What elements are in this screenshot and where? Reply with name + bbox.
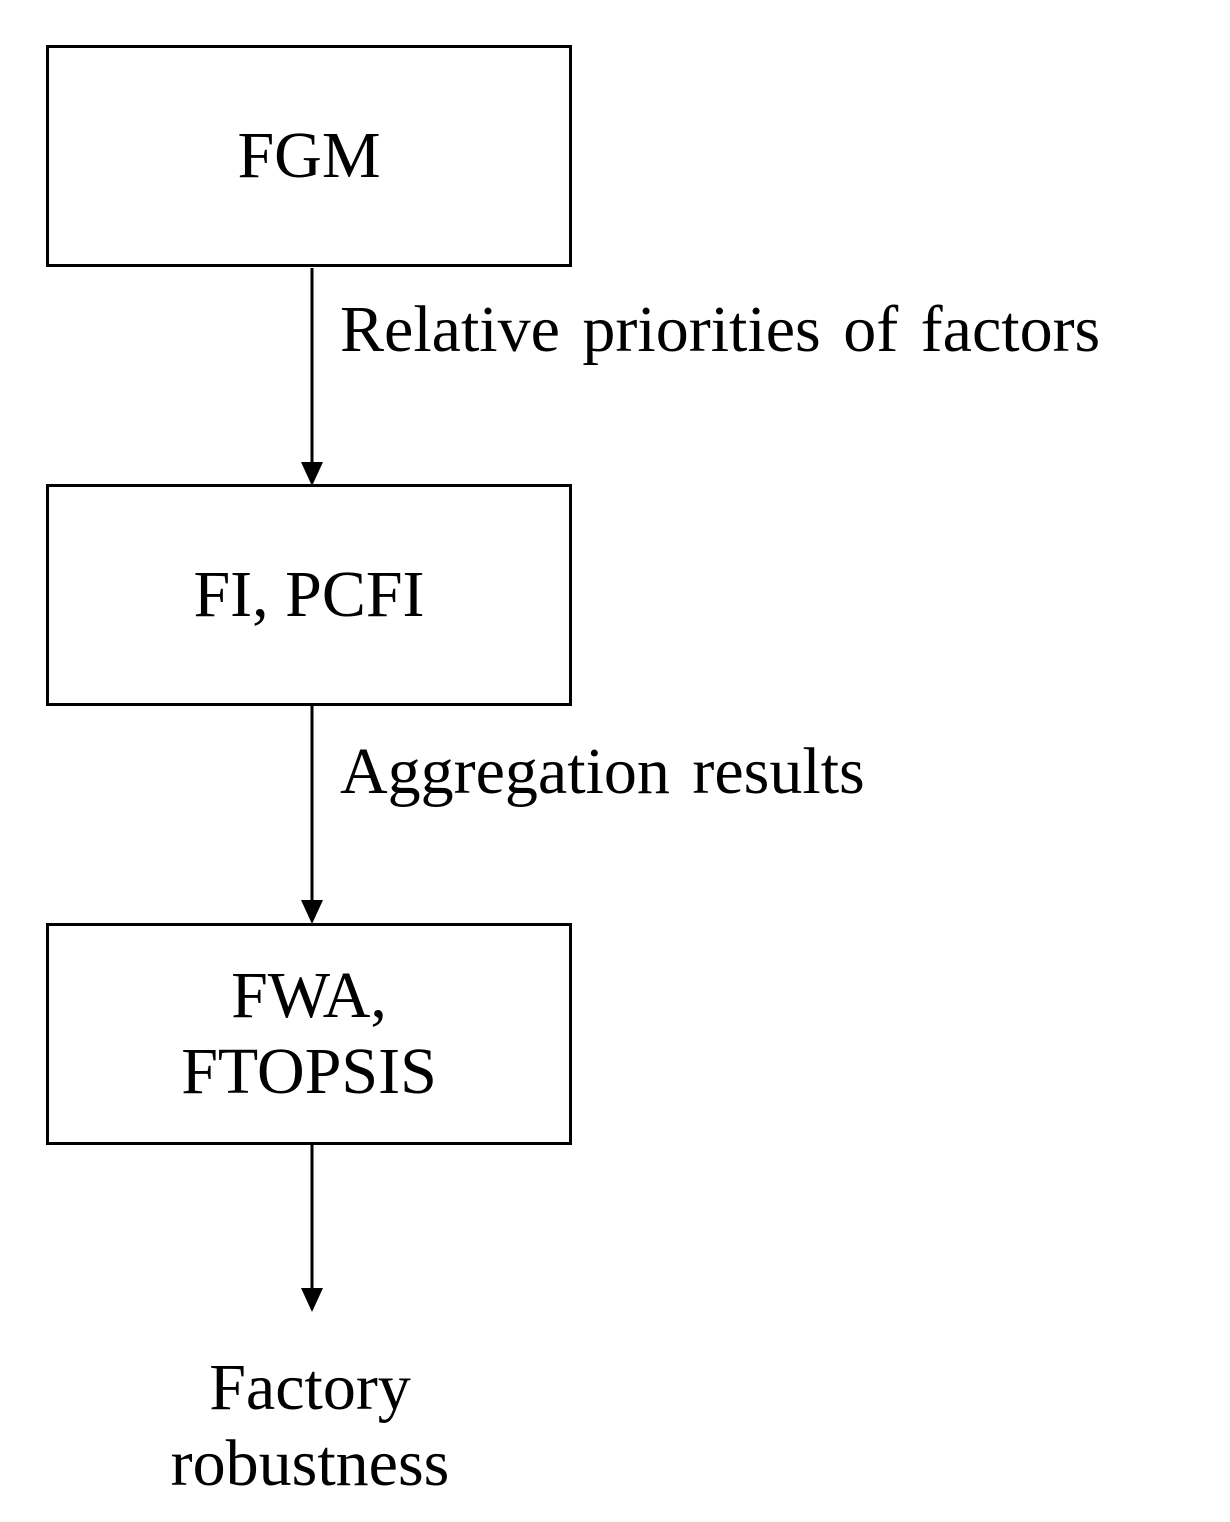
node-fgm: FGM: [46, 45, 572, 267]
node-fwa-label-line1: FWA,: [231, 959, 387, 1032]
arrow-fi-to-fwa: [301, 706, 323, 924]
node-fi-pcfi-label: FI, PCFI: [193, 558, 425, 631]
node-fwa-label-line2: FTOPSIS: [181, 1035, 437, 1108]
edge-label-relative-priorities: Relative priorities of factors: [340, 293, 1101, 366]
output-factory-robustness: Factory robustness: [110, 1350, 510, 1502]
node-fgm-label: FGM: [237, 119, 381, 192]
output-label-line1: Factory: [209, 1351, 411, 1424]
arrow-fgm-to-fi: [301, 268, 323, 486]
node-fi-pcfi: FI, PCFI: [46, 484, 572, 706]
edge-label-aggregation-results: Aggregation results: [340, 735, 865, 808]
node-fwa-ftopsis: FWA, FTOPSIS: [46, 923, 572, 1145]
arrow-fwa-to-output: [301, 1145, 323, 1312]
output-label-line2: robustness: [170, 1427, 450, 1500]
